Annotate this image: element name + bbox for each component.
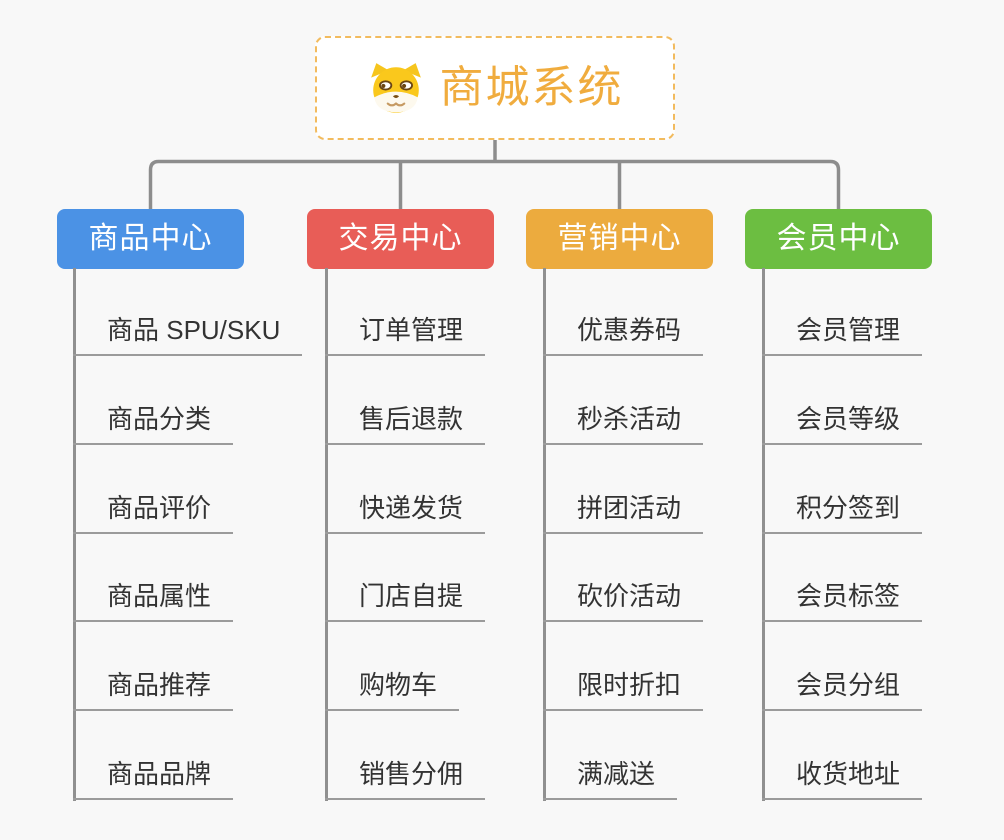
branch-node-marketing[interactable]: 营销中心	[526, 209, 713, 269]
branch-vertical-line	[762, 268, 765, 801]
leaf-topic[interactable]: 会员管理	[762, 316, 923, 356]
leaf-topic[interactable]: 销售分佣	[325, 760, 486, 800]
leaf-topic[interactable]: 收货地址	[762, 760, 923, 800]
leaf-topic[interactable]: 商品评价	[73, 494, 234, 534]
leaf-topic[interactable]: 商品 SPU/SKU	[73, 316, 303, 356]
leaf-topic[interactable]: 门店自提	[325, 582, 486, 622]
leaf-topic[interactable]: 会员标签	[762, 582, 923, 622]
leaf-topic[interactable]: 优惠券码	[543, 316, 704, 356]
leaf-topic[interactable]: 会员分组	[762, 671, 923, 711]
leaf-column-members: 会员管理 会员等级 积分签到 会员标签 会员分组 收货地址	[762, 268, 1004, 808]
leaf-topic[interactable]: 购物车	[325, 671, 460, 711]
leaf-topic[interactable]: 订单管理	[325, 316, 486, 356]
leaf-topic[interactable]: 商品品牌	[73, 760, 234, 800]
leaf-topic[interactable]: 积分签到	[762, 494, 923, 534]
branch-node-trade[interactable]: 交易中心	[307, 209, 494, 269]
leaf-topic[interactable]: 商品属性	[73, 582, 234, 622]
branch-node-products[interactable]: 商品中心	[57, 209, 244, 269]
leaf-topic[interactable]: 砍价活动	[543, 582, 704, 622]
leaf-topic[interactable]: 限时折扣	[543, 671, 704, 711]
leaf-topic[interactable]: 会员等级	[762, 405, 923, 445]
root-node[interactable]: 商城系统	[315, 36, 675, 140]
root-title: 商城系统	[439, 63, 624, 112]
dog-icon	[370, 63, 421, 113]
leaf-column-products: 商品 SPU/SKU 商品分类 商品评价 商品属性 商品推荐 商品品牌	[73, 268, 333, 808]
leaf-topic[interactable]: 秒杀活动	[543, 405, 704, 445]
leaf-topic[interactable]: 拼团活动	[543, 494, 704, 534]
leaf-topic[interactable]: 商品推荐	[73, 671, 234, 711]
leaf-topic[interactable]: 商品分类	[73, 405, 234, 445]
branch-vertical-line	[325, 268, 328, 801]
leaf-topic[interactable]: 满减送	[543, 760, 678, 800]
branch-vertical-line	[73, 268, 76, 801]
leaf-topic[interactable]: 售后退款	[325, 405, 486, 445]
leaf-column-marketing: 优惠券码 秒杀活动 拼团活动 砍价活动 限时折扣 满减送	[543, 268, 803, 808]
leaf-topic[interactable]: 快递发货	[325, 494, 486, 534]
branch-node-members[interactable]: 会员中心	[745, 209, 932, 269]
leaf-column-trade: 订单管理 售后退款 快递发货 门店自提 购物车 销售分佣	[325, 268, 585, 808]
branch-vertical-line	[543, 268, 546, 801]
